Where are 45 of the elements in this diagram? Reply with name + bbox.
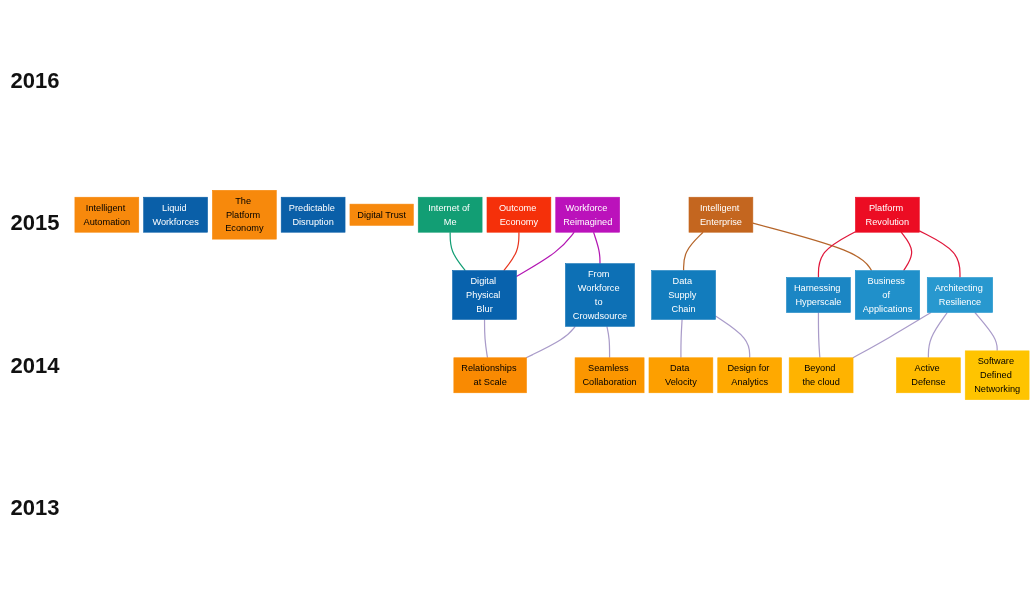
year-label: 2015: [10, 210, 60, 237]
connector: [680, 318, 683, 358]
connector: [592, 231, 601, 264]
node-box: Data Velocity: [648, 356, 714, 393]
connector: [900, 231, 913, 271]
connector: [927, 311, 948, 358]
node-box: Architecting Resilience: [926, 276, 993, 313]
connector: [714, 314, 751, 358]
node-box: Digital Physical Blur: [452, 269, 517, 320]
connector: [483, 318, 489, 358]
node-box: Intelligent Enterprise: [688, 196, 754, 233]
node-box: Relationships at Scale: [453, 356, 527, 393]
node-box: Digital Trust: [349, 203, 414, 226]
node-box: Internet of Me: [417, 196, 483, 233]
connector: [449, 231, 466, 271]
node-box: Liquid Workforces: [143, 196, 208, 233]
node-box: Seamless Collaboration: [574, 356, 645, 393]
year-label: 2016: [10, 68, 60, 95]
node-box: Platform Revolution: [855, 196, 920, 233]
year-label: 2013: [10, 494, 60, 521]
node-box: Design for Analytics: [717, 356, 782, 393]
node-box: From Workforce to Crowdsource: [565, 262, 635, 327]
connector: [752, 222, 873, 271]
node-box: Active Defense: [896, 356, 961, 393]
node-box: Data Supply Chain: [651, 269, 716, 320]
connector: [852, 311, 932, 358]
connector: [515, 231, 575, 277]
connector: [503, 231, 520, 271]
node-box: Harnessing Hyperscale: [786, 276, 851, 313]
year-label: 2014: [10, 352, 60, 379]
node-box: The Platform Economy: [212, 189, 277, 239]
connector: [918, 229, 961, 278]
connector: [606, 325, 611, 358]
node-box: Intelligent Automation: [74, 196, 140, 233]
connector: [817, 311, 821, 358]
connector: [974, 311, 998, 351]
node-box: Beyond the cloud: [788, 356, 854, 393]
node-box: Business of Applications: [855, 269, 920, 320]
connector: [683, 231, 704, 271]
node-box: Predictable Disruption: [280, 196, 346, 233]
node-box: Outcome Economy: [486, 196, 552, 233]
node-box: Software Defined Networking: [964, 350, 1030, 400]
node-box: Workforce Reimagined: [555, 196, 620, 233]
connector: [817, 230, 857, 278]
connector: [525, 325, 576, 358]
